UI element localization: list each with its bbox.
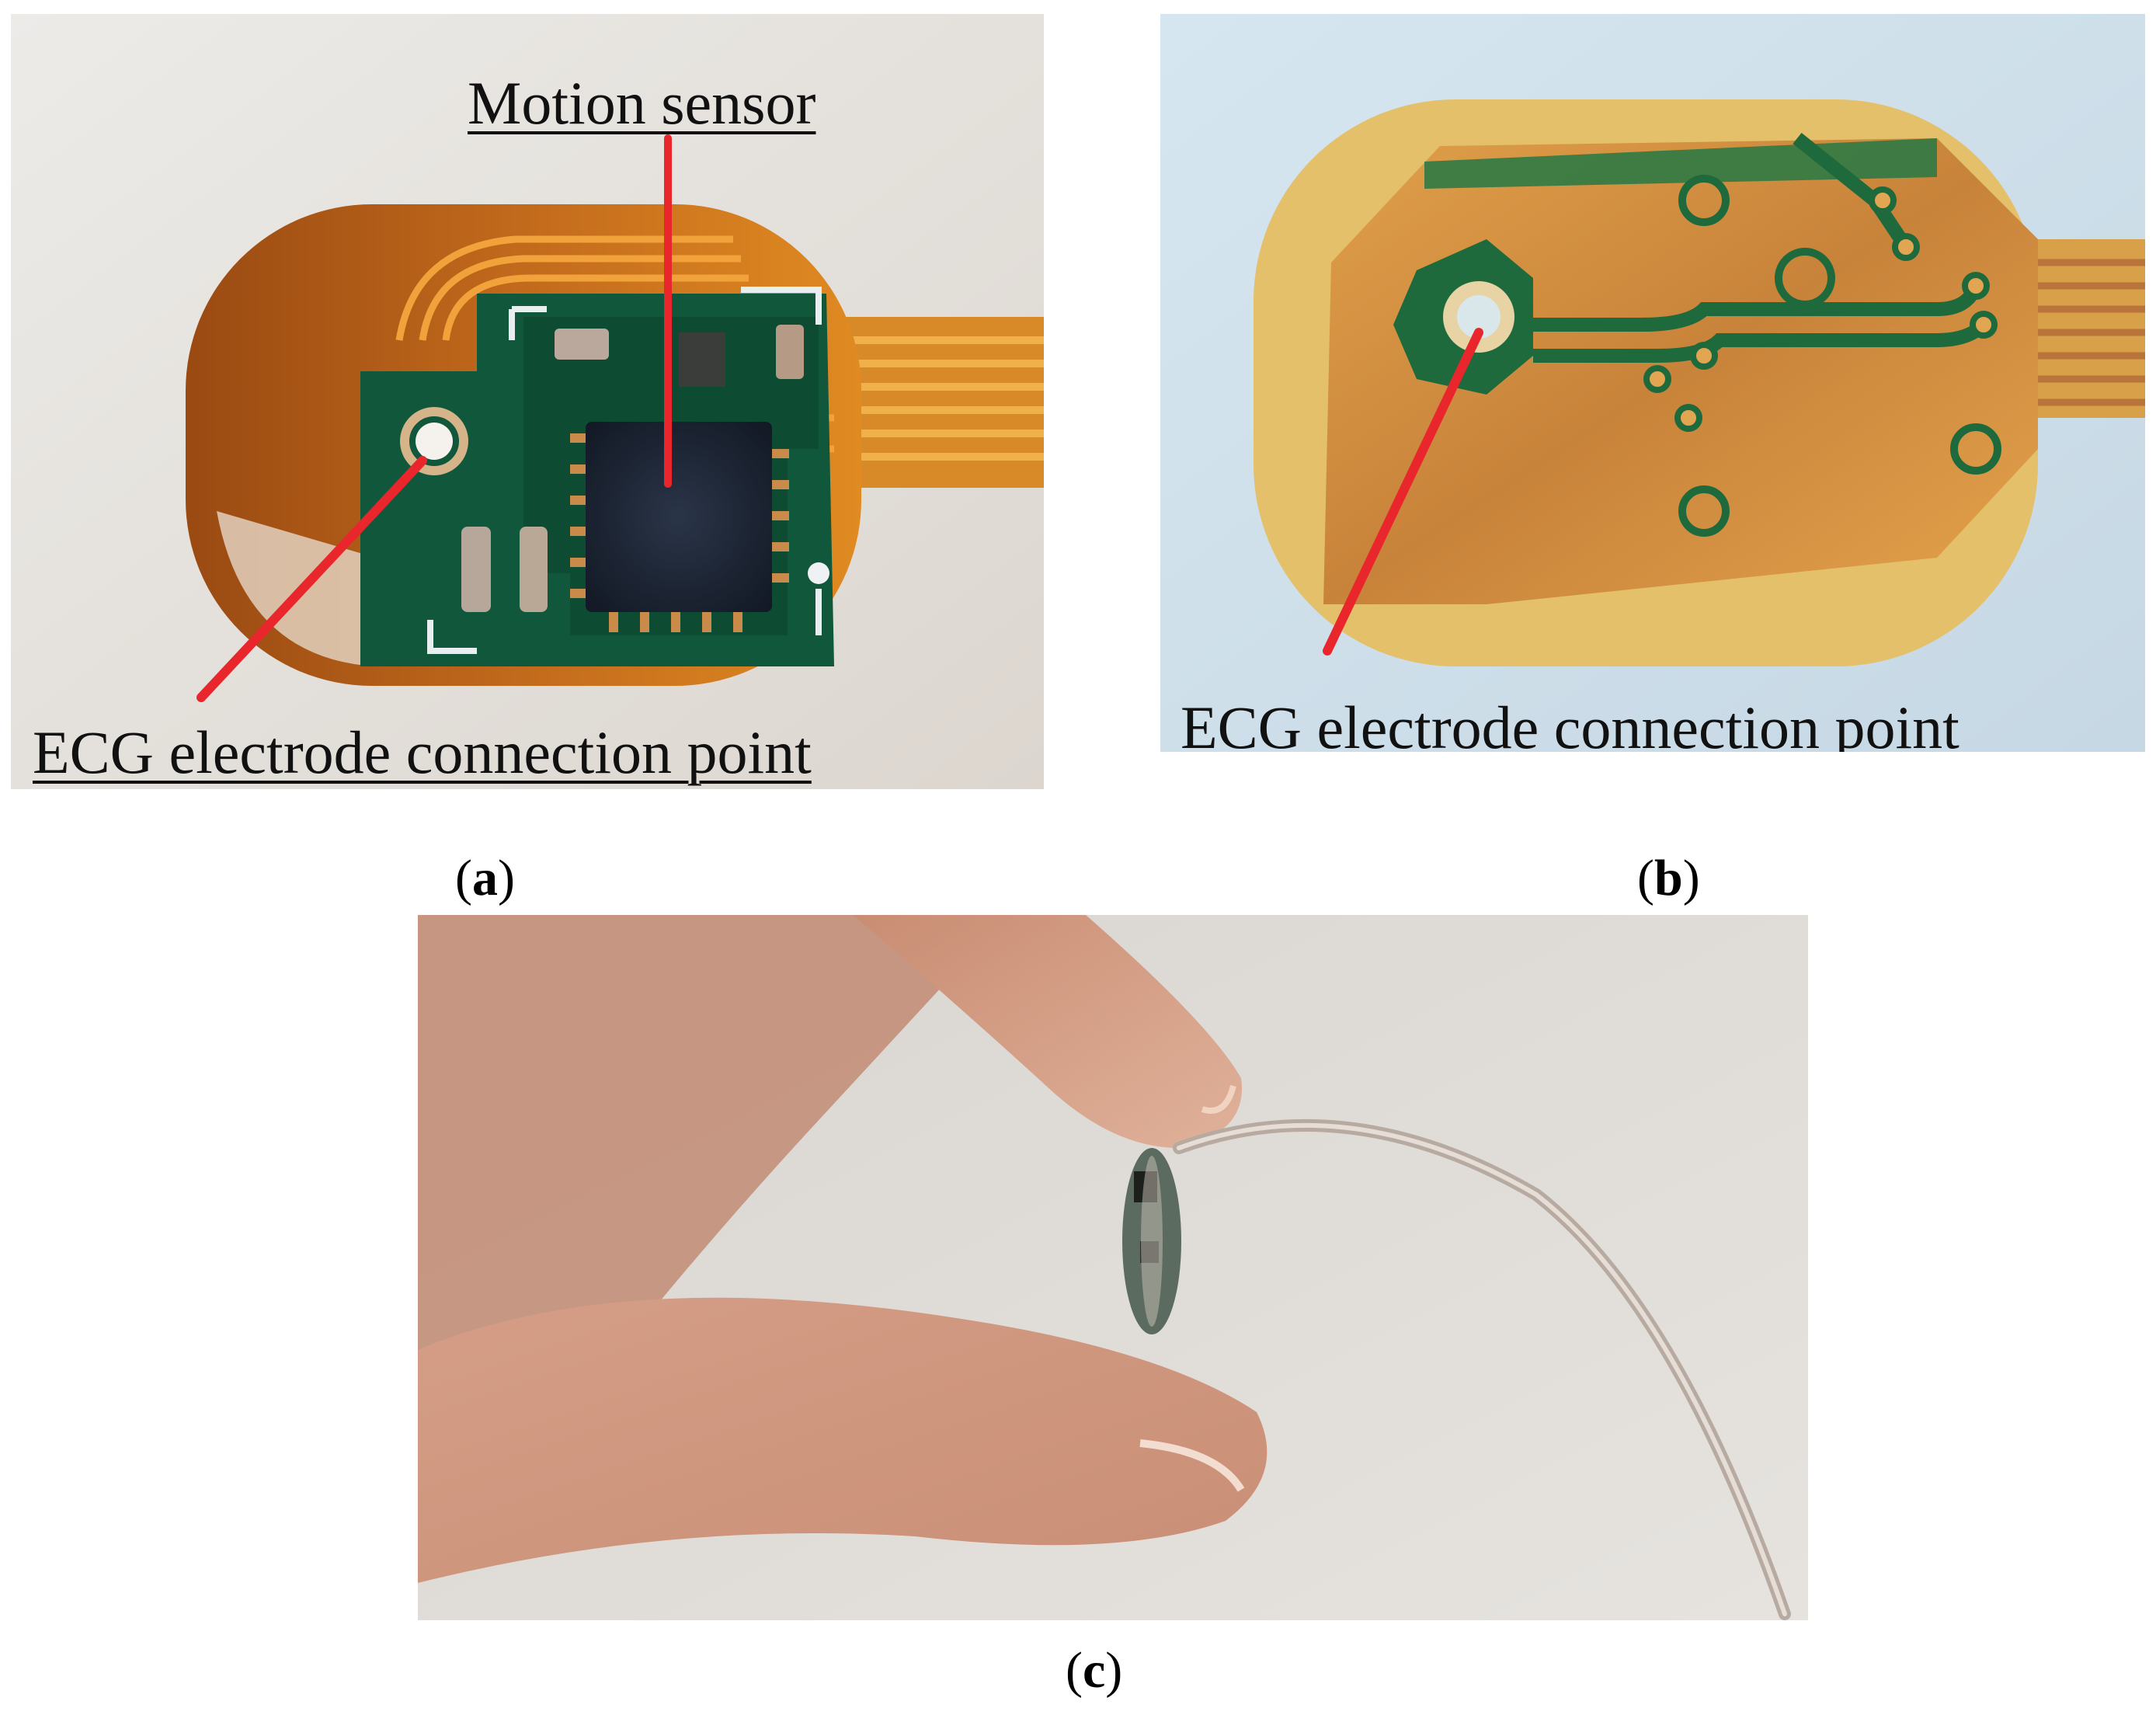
ecg-pointer-a [196, 456, 427, 702]
thumb [418, 1297, 1268, 1583]
ecg-connection-label-b: ECG electrode connection point [1181, 694, 1960, 753]
panel-c-photo [418, 915, 1808, 1620]
component-3 [679, 332, 725, 387]
ecg-connection-label-a: ECG electrode connection point [33, 718, 812, 786]
background-hand [418, 915, 1008, 1397]
panel-label-b: (b) [1637, 850, 1700, 906]
panel-label-c: (c) [1066, 1642, 1123, 1699]
thermal-pads [1678, 175, 2001, 537]
ecg-connection-ring [400, 407, 468, 475]
motion-sensor-label: Motion sensor [468, 69, 816, 137]
index-finger [853, 915, 1242, 1148]
pcb-front-photo [11, 14, 1044, 789]
silkscreen [427, 287, 822, 654]
capacitor-1 [555, 329, 609, 360]
panel-a-photo: Motion sensor ECG electrode connection p… [11, 14, 1044, 789]
capacitor-2 [776, 325, 804, 379]
capacitor-4 [461, 527, 491, 612]
ecg-connection-hole [1457, 295, 1501, 339]
pcb-back-photo [1160, 14, 2145, 752]
sensor-in-hand-photo [418, 915, 1808, 1620]
motion-sensor-chip [586, 422, 772, 612]
ecg-pointer-b [1323, 328, 1483, 656]
panel-b-photo: ECG electrode connection point [1160, 14, 2145, 752]
pcb-vias [1643, 186, 1998, 432]
chip-pads [570, 433, 789, 632]
ecg-connection-hole [416, 423, 453, 460]
panel-label-a: (a) [455, 850, 515, 906]
capacitor-5 [520, 527, 548, 612]
